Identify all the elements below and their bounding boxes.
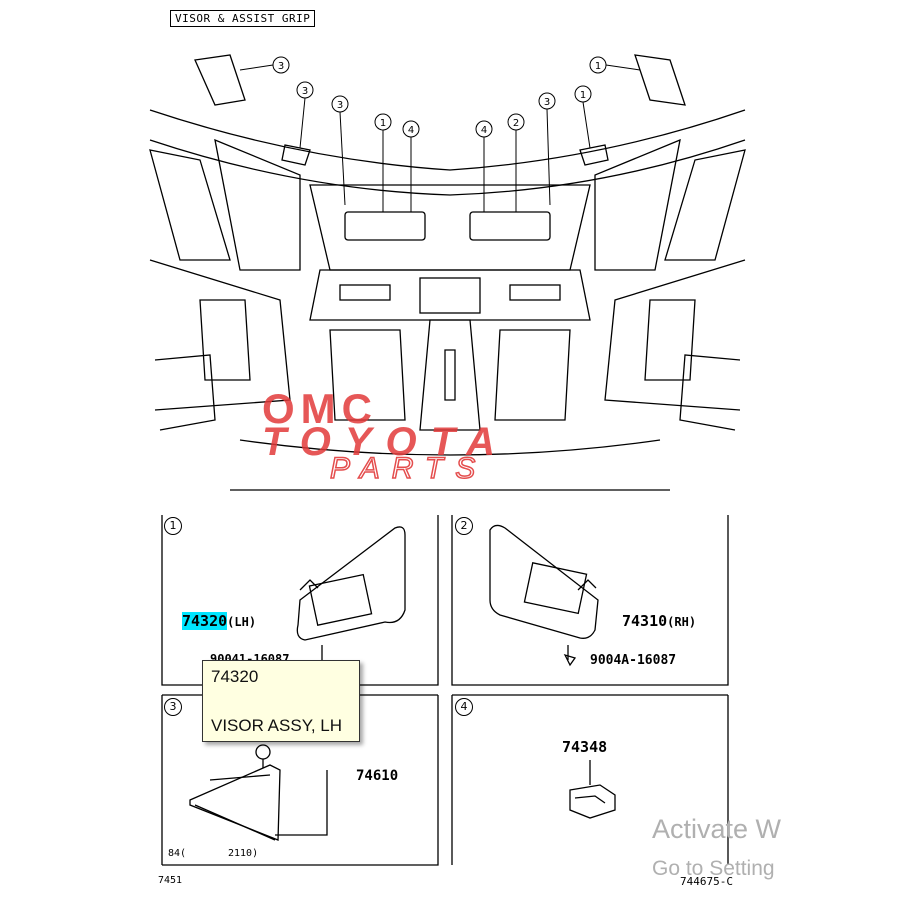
footer-left-code: 7451	[158, 875, 183, 886]
part-number-74348[interactable]: 74348	[562, 738, 608, 756]
callout-label: 3	[278, 61, 284, 72]
watermark-omc: OMC	[262, 385, 378, 432]
callout-label: 1	[580, 90, 586, 101]
callout-label: 4	[408, 125, 414, 136]
callout-label: 1	[595, 61, 601, 72]
sub-label-left: 84(	[168, 848, 187, 859]
side-label-lh: (LH)	[227, 615, 257, 629]
callout-label: 4	[481, 125, 487, 136]
callout-label: 3	[337, 100, 343, 111]
diagram-reference-code: 744675-C	[680, 875, 733, 888]
watermark-toyota: TOYOTA	[262, 420, 509, 464]
panel-number-1: 1	[164, 517, 182, 535]
fastener-label-rh[interactable]: 9004A-16087	[590, 653, 677, 668]
part-tooltip: 74320 VISOR ASSY, LH	[202, 660, 360, 742]
vehicle-interior-drawing: 3 3 3 1 4 4 2 3 1 1	[149, 54, 746, 491]
callout-label: 1	[380, 118, 386, 129]
tooltip-part-description: VISOR ASSY, LH	[211, 716, 343, 735]
callout-label: 3	[544, 97, 550, 108]
panel-number-4: 4	[455, 698, 473, 716]
panel-number-2: 2	[455, 517, 473, 535]
part-number-74610[interactable]: 74610	[356, 768, 399, 784]
part-number-74320[interactable]: 74320	[182, 612, 228, 630]
callout-label: 2	[513, 118, 519, 129]
watermark-parts: PARTS	[329, 451, 488, 486]
side-label-rh: (RH)	[667, 615, 697, 629]
activate-windows-title: Activate W	[652, 814, 782, 844]
part-number-74310[interactable]: 74310	[622, 612, 668, 630]
sub-label-mid: 2110)	[228, 848, 259, 859]
panel-number-3: 3	[164, 698, 182, 716]
tooltip-part-code: 74320	[211, 667, 259, 686]
callout-label: 3	[302, 86, 308, 97]
activate-windows-subtitle: Go to Setting	[652, 857, 775, 880]
diagram-title: VISOR & ASSIST GRIP	[170, 10, 316, 27]
